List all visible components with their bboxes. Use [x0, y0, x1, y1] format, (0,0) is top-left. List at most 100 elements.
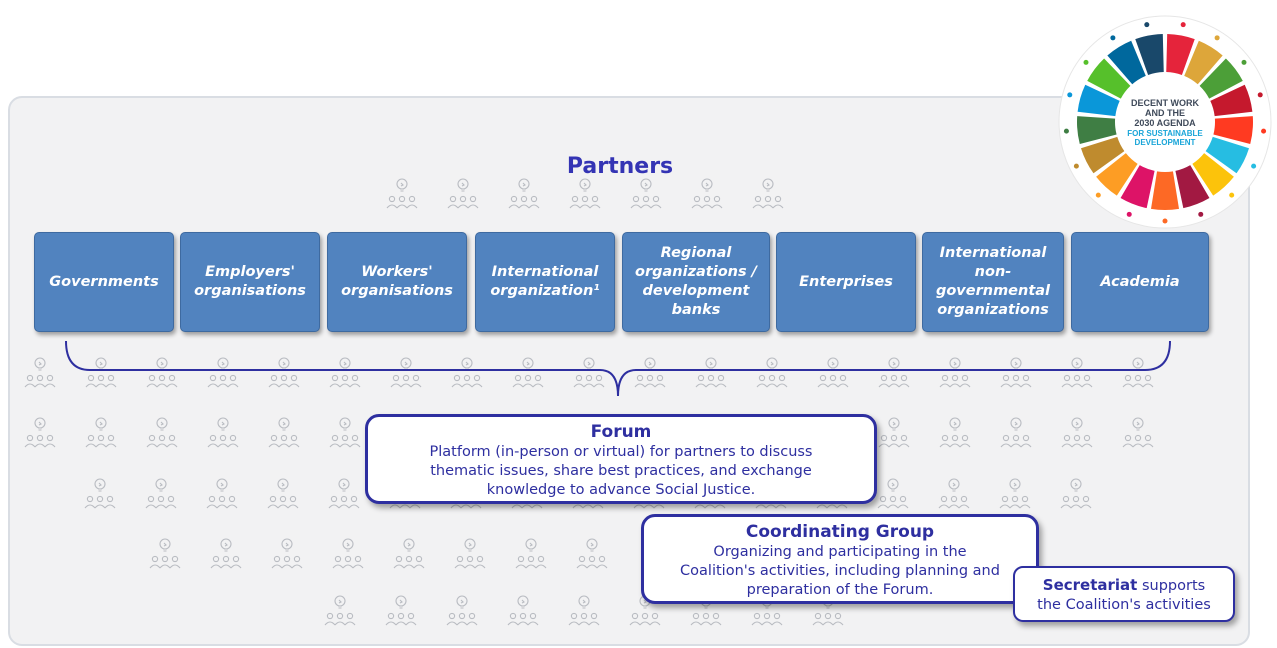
- people-lightbulb-icon: [1061, 417, 1093, 448]
- people-lightbulb-icon: [207, 357, 239, 388]
- sdg-segment: [1096, 153, 1138, 196]
- people-lightbulb-icon: [451, 357, 483, 388]
- people-lightbulb-icon: [393, 538, 425, 569]
- sdg-goal-marker: [1214, 35, 1220, 41]
- sdg-goal-marker: [1095, 192, 1101, 198]
- people-lightbulb-icon: [1000, 357, 1032, 388]
- sdg-text-5: DEVELOPMENT: [1135, 138, 1196, 147]
- people-lightbulb-icon: [1000, 417, 1032, 448]
- sdg-goal-marker: [1110, 35, 1116, 41]
- people-lightbulb-icon: [332, 538, 364, 569]
- people-lightbulb-icon: [207, 417, 239, 448]
- partner-workers: Workers' organisations: [327, 232, 467, 332]
- people-lightbulb-icon: [390, 357, 422, 388]
- sdg-goal-marker: [1083, 59, 1089, 65]
- sdg-goal-marker: [1257, 92, 1263, 98]
- people-lightbulb-icon: [1060, 478, 1092, 509]
- forum-line-2: thematic issues, share best practices, a…: [430, 463, 812, 479]
- people-lightbulb-icon: [271, 538, 303, 569]
- sdg-goal-marker: [1261, 128, 1267, 134]
- partner-regional-orgs: Regional organizations / development ban…: [622, 232, 770, 332]
- people-lightbulb-icon: [24, 417, 56, 448]
- sdg-goal-marker: [1144, 22, 1150, 28]
- sdg-goal-marker: [1180, 22, 1186, 28]
- people-lightbulb-icon: [999, 478, 1031, 509]
- people-lightbulb-icon: [268, 417, 300, 448]
- sdg-segment: [1080, 136, 1125, 174]
- sdg-segment: [1107, 40, 1146, 85]
- partner-academia: Academia: [1071, 232, 1209, 332]
- sdg-segment: [1213, 116, 1253, 144]
- people-lightbulb-icon: [756, 357, 788, 388]
- people-lightbulb-icon: [149, 538, 181, 569]
- partner-enterprises: Enterprises: [776, 232, 916, 332]
- forum-heading: Forum: [590, 422, 652, 442]
- people-lightbulb-icon: [85, 357, 117, 388]
- people-lightbulb-icon: [938, 478, 970, 509]
- coordinating-group-box: Coordinating Group Organizing and partic…: [641, 514, 1039, 604]
- people-lightbulb-icon: [206, 478, 238, 509]
- people-lightbulb-icon: [507, 595, 539, 626]
- sdg-segment: [1087, 58, 1131, 99]
- sdg-text-2: AND THE: [1145, 108, 1185, 118]
- people-lightbulb-icon: [878, 417, 910, 448]
- secretariat-bold: Secretariat: [1042, 576, 1138, 594]
- sdg-goal-marker: [1063, 128, 1069, 134]
- coordinating-group-line-2: Coalition's activities, including planni…: [680, 563, 1000, 579]
- coordinating-group-line-3: preparation of the Forum.: [746, 582, 934, 598]
- sdg-text-1: DECENT WORK: [1131, 98, 1199, 108]
- sdg-wheel-segments: [1063, 22, 1267, 224]
- secretariat-line-1: supports: [1137, 578, 1206, 594]
- sdg-segment: [1199, 58, 1243, 99]
- people-lightbulb-icon: [695, 357, 727, 388]
- forum-box: Forum Platform (in-person or virtual) fo…: [365, 414, 877, 504]
- sdg-goal-marker: [1229, 192, 1235, 198]
- people-lightbulb-icon: [324, 595, 356, 626]
- sdg-text-4: FOR SUSTAINABLE: [1127, 129, 1203, 138]
- people-lightbulb-icon: [385, 595, 417, 626]
- partner-ngos: International non-governmental organizat…: [922, 232, 1064, 332]
- people-lightbulb-icon: [877, 478, 909, 509]
- sdg-segment: [1120, 165, 1155, 209]
- people-lightbulb-icon: [24, 357, 56, 388]
- sdg-segment: [1077, 84, 1120, 117]
- people-lightbulb-icon: [446, 595, 478, 626]
- people-lightbulb-icon: [752, 178, 784, 209]
- secretariat-box: Secretariat supports the Coalition's act…: [1013, 566, 1235, 622]
- people-lightbulb-icon: [145, 478, 177, 509]
- sdg-goal-marker: [1251, 163, 1257, 169]
- coordinating-group-heading: Coordinating Group: [745, 522, 935, 542]
- sdg-segment: [1175, 165, 1210, 209]
- coordinating-group-line-1: Organizing and participating in the: [713, 544, 967, 560]
- sdg-goal-marker: [1198, 211, 1204, 217]
- people-lightbulb-icon: [1061, 357, 1093, 388]
- people-lightbulb-icon: [629, 595, 661, 626]
- people-lightbulb-icon: [630, 178, 662, 209]
- people-lightbulb-icon: [454, 538, 486, 569]
- people-lightbulb-icon: [84, 478, 116, 509]
- people-lightbulb-icon: [267, 478, 299, 509]
- sdg-goal-marker: [1067, 92, 1073, 98]
- people-lightbulb-icon: [515, 538, 547, 569]
- sdg-segment: [1210, 84, 1253, 117]
- partner-international-org: International organization¹: [475, 232, 615, 332]
- sdg-goal-marker: [1241, 59, 1247, 65]
- sdg-wheel-logo: DECENT WORK AND THE 2030 AGENDA FOR SUST…: [1058, 15, 1272, 229]
- forum-line-1: Platform (in-person or virtual) for part…: [429, 444, 813, 460]
- sdg-segment: [1135, 34, 1164, 75]
- sdg-segment: [1192, 153, 1234, 196]
- sdg-segment: [1205, 136, 1250, 174]
- forum-line-3: knowledge to advance Social Justice.: [486, 482, 756, 498]
- people-lightbulb-icon: [386, 178, 418, 209]
- sdg-segment: [1166, 34, 1195, 75]
- people-lightbulb-icon: [634, 357, 666, 388]
- sdg-goal-marker: [1162, 218, 1168, 224]
- partner-governments: Governments: [34, 232, 174, 332]
- sdg-segment: [1184, 40, 1223, 85]
- people-lightbulb-icon: [1122, 357, 1154, 388]
- people-lightbulb-icon: [85, 417, 117, 448]
- sdg-goal-marker: [1073, 163, 1079, 169]
- people-lightbulb-icon: [328, 478, 360, 509]
- people-lightbulb-icon: [146, 417, 178, 448]
